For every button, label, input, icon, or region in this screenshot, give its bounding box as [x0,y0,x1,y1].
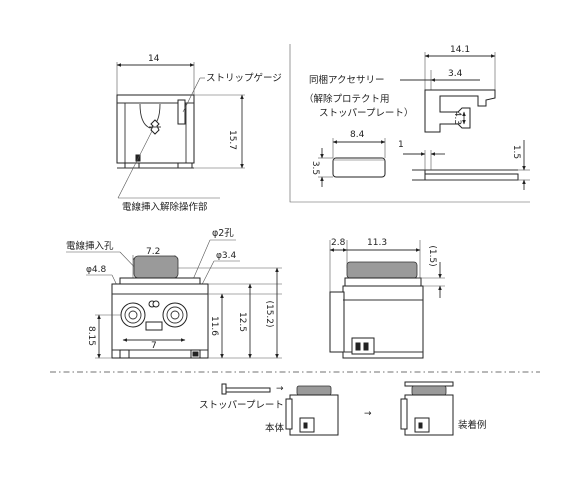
strip-gauge [177,99,186,125]
strip-gauge-label: ストリップゲージ [206,72,282,84]
dim-phi-4-8-label: φ4.8 [86,265,107,275]
front-view: 電線挿入孔 φ2孔 7.2 φ4.8 φ3.4 [66,228,282,359]
body-label: 本体 [265,422,285,434]
dim-phi-3-4-label: φ3.4 [216,251,237,261]
dim-2-8-label: 2.8 [331,238,346,248]
arrow-1: → [276,384,284,394]
assembly-sequence: ストッパープレート → 本体 → 装着例 [199,381,487,436]
accessory-frame [289,44,530,203]
dim-plate-h-label: 1.5 [511,145,521,159]
dim-width-label: 14 [148,54,160,64]
stopper-plate-sketch [221,387,271,393]
dim-7-label: 7 [151,341,157,351]
release-part-label: 電線挿入解除操作部 [122,201,208,213]
hole-2-label: φ2孔 [212,228,234,239]
accessory-title-1: 同梱アクセサリー [309,74,385,86]
accessory-panel: 同梱アクセサリー （解除プロテクト用 ストッパープレート） 14.1 3.4 4… [289,44,530,203]
wire-hole-label: 電線挿入孔 [66,240,114,252]
side-lever [346,261,418,279]
dim-total-label: 14.1 [450,45,470,55]
dim-height-label: 15.7 [227,130,237,150]
dim-block-h-label: 3.5 [310,161,320,175]
accessory-title-2: （解除プロテクト用 [304,93,390,105]
dim-11-3-label: 11.3 [367,238,387,248]
wire-hole-right [162,302,188,328]
top-view: 14 15.7 ストリップゲージ 電線挿入解除操作部 [116,54,282,213]
dim-7-2-label: 7.2 [146,247,160,257]
dim-slot-label: 4.3 [452,111,462,125]
dim-15-2-label: (15.2) [264,300,274,327]
dim-block-w-label: 8.4 [350,130,365,140]
dim-12-5-label: 12.5 [237,312,247,332]
stopper-plate-top [424,89,496,133]
dim-11-6-label: 11.6 [209,316,219,336]
dim-1-5-label: (1.5) [427,245,437,266]
dim-gap-label: 3.4 [448,69,463,79]
release-lever [133,255,179,279]
side-view: 2.8 11.3 (1.5) [329,238,445,359]
stopper-label: ストッパープレート [199,400,284,411]
accessory-title-3: ストッパープレート） [319,107,413,119]
arrow-2: → [364,409,372,419]
dim-one-label: 1 [398,140,404,150]
dim-8-15-label: 8.15 [86,326,96,346]
mounted-label: 装着例 [458,419,487,431]
release-lever-outline [139,103,161,129]
stopper-block [332,157,386,178]
